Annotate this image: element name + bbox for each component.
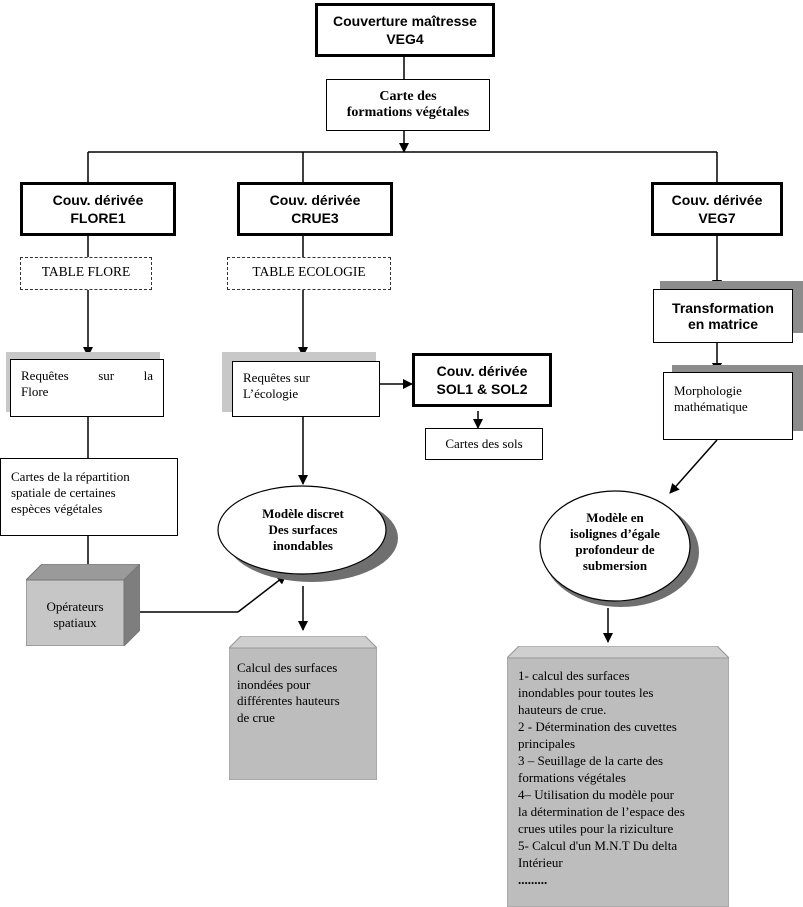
veg7-line1: Couv. dérivée <box>671 192 763 208</box>
sol-box: Couv. dérivée SOL1 & SOL2 <box>412 353 552 407</box>
requetes-flore-word1: Requêtes <box>21 368 69 383</box>
cartes-repartition-line3: espèces végétales <box>11 501 103 516</box>
modele-isolignes-line3: profondeur de <box>575 542 655 557</box>
flore1-box: Couv. dérivée FLORE1 <box>20 182 176 236</box>
liste-line-5: principales <box>518 736 576 751</box>
requetes-flore-word3: la <box>143 368 153 383</box>
calcul-surfaces-line4: de crue <box>237 709 275 725</box>
liste-line-3: hauteurs de crue. <box>518 702 607 717</box>
root-line2: VEG4 <box>386 31 424 47</box>
crue3-line1: Couv. dérivée <box>269 192 361 208</box>
liste-resultats-text: 1- calcul des surfaces inondables pour t… <box>518 667 726 903</box>
calcul-surfaces-text: Calcul des surfaces inondées pour différ… <box>237 660 373 770</box>
crue3-line2: CRUE3 <box>291 210 339 226</box>
liste-line-1: 1- calcul des surfaces <box>518 668 630 683</box>
operateurs-block <box>26 564 140 646</box>
requetes-flore-box: Requêtes sur la Flore <box>10 359 164 417</box>
sol-line1: Couv. dérivée <box>436 363 528 379</box>
carte-formations-line1: Carte des <box>379 89 437 104</box>
transformation-box: Transformation en matrice <box>653 289 793 343</box>
modele-discret-line1: Modèle discret <box>262 506 344 521</box>
liste-line-2: inondables pour toutes les <box>518 685 654 700</box>
modele-isolignes-line2: isolignes d’égale <box>570 526 660 541</box>
liste-line-11: 5- Calcul d'un M.N.T Du delta <box>518 838 678 853</box>
modele-discret-line3: inondables <box>273 538 333 553</box>
flore1-line2: FLORE1 <box>70 210 126 226</box>
requetes-ecologie-line2: L’écologie <box>243 386 299 401</box>
root-line1: Couverture maîtresse <box>333 13 477 29</box>
morphologie-box: Morphologie mathématique <box>663 372 793 440</box>
requetes-flore-line2: Flore <box>21 384 49 399</box>
veg7-line2: VEG7 <box>698 210 736 226</box>
operateurs-line2: spatiaux <box>53 615 97 630</box>
liste-line-9: la détermination de l’espace des <box>518 804 685 819</box>
table-flore-label: TABLE FLORE <box>41 264 131 279</box>
cartes-sols-label: Cartes des sols <box>445 436 523 451</box>
calcul-surfaces-line1: Calcul des surfaces <box>237 660 338 675</box>
table-ecologie-box: TABLE ECOLOGIE <box>227 257 391 290</box>
sol-line2: SOL1 & SOL2 <box>436 381 528 397</box>
modele-discret-line2: Des surfaces <box>268 522 338 537</box>
requetes-ecologie-box: Requêtes sur L’écologie <box>232 361 380 417</box>
liste-line-8: 4– Utilisation du modèle pour <box>518 787 674 802</box>
morphologie-line2: mathématique <box>674 399 748 414</box>
calcul-surfaces-bevel <box>229 636 377 780</box>
cartes-repartition-line1: Cartes de la répartition <box>11 469 130 484</box>
cartes-repartition-line2: spatiale de certaines <box>11 485 116 500</box>
carte-formations-box: Carte des formations végétales <box>326 79 490 131</box>
operateurs-label: Opérateurs spatiaux <box>26 592 124 638</box>
crue3-box: Couv. dérivée CRUE3 <box>237 182 393 236</box>
liste-line-6: 3 – Seuillage de la carte des <box>518 753 664 768</box>
modele-discret-ellipse <box>217 485 398 582</box>
liste-line-7: formations végétales <box>518 770 626 785</box>
morphologie-line1: Morphologie <box>674 383 742 398</box>
root-coverage-box: Couverture maîtresse VEG4 <box>315 3 495 57</box>
liste-line-13: ......... <box>518 872 548 887</box>
modele-isolignes-line1: Modèle en <box>586 510 644 525</box>
calcul-surfaces-line2: inondées pour <box>237 676 311 692</box>
operateurs-line1: Opérateurs <box>46 599 104 614</box>
cartes-repartition-box: Cartes de la répartition spatiale de cer… <box>0 458 178 536</box>
modele-discret-text: Modèle discret Des surfaces inondables <box>228 498 378 562</box>
cartes-sols-box: Cartes des sols <box>425 428 543 460</box>
liste-resultats-bevel <box>507 646 729 907</box>
veg7-box: Couv. dérivée VEG7 <box>651 182 783 236</box>
liste-line-10: crues utiles pour la riziculture <box>518 821 674 836</box>
liste-line-4: 2 - Détermination des cuvettes <box>518 719 677 734</box>
flore1-line1: Couv. dérivée <box>52 192 144 208</box>
table-flore-box: TABLE FLORE <box>20 257 152 290</box>
modele-isolignes-line4: submersion <box>582 558 648 573</box>
requetes-flore-word2: sur <box>98 368 115 383</box>
liste-line-12: Intérieur <box>518 855 563 870</box>
modele-isolignes-ellipse <box>539 490 699 607</box>
transformation-line2: en matrice <box>687 316 759 332</box>
transformation-line1: Transformation <box>672 300 774 316</box>
modele-isolignes-text: Modèle en isolignes d’égale profondeur d… <box>550 504 680 580</box>
carte-formations-line2: formations végétales <box>346 105 470 120</box>
calcul-surfaces-line3: différentes hauteurs <box>237 693 340 708</box>
requetes-ecologie-line1: Requêtes sur <box>243 370 310 385</box>
table-ecologie-label: TABLE ECOLOGIE <box>252 264 366 279</box>
